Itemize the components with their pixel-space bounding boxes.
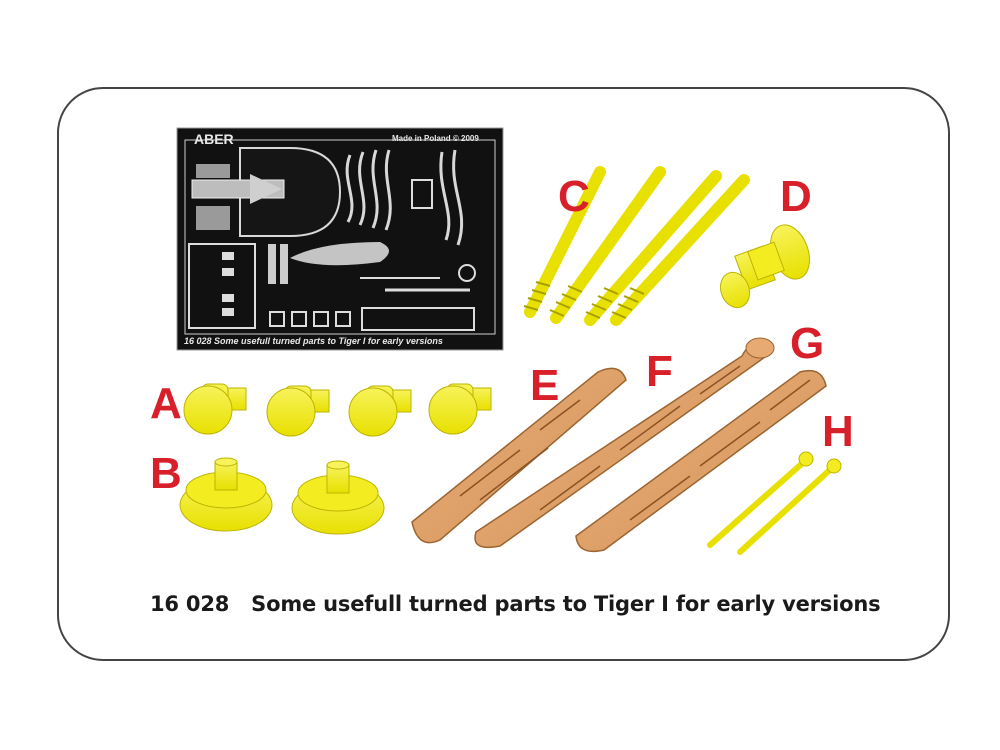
label-g: G — [790, 319, 825, 368]
label-c: C — [558, 172, 590, 221]
label-e: E — [530, 361, 560, 410]
label-b: B — [150, 449, 182, 498]
product-description: Some usefull turned parts to Tiger I for… — [251, 592, 881, 616]
label-f: F — [646, 347, 673, 396]
label-a: A — [150, 379, 182, 428]
parts-c-threaded-rods — [523, 166, 750, 326]
label-d: D — [780, 172, 812, 221]
product-number: 16 028 — [150, 592, 230, 616]
parts-efg-wooden-handles — [411, 337, 827, 553]
parts-h-thin-rods — [707, 451, 842, 555]
label-h: H — [822, 407, 854, 456]
product-caption: 16 028 Some usefull turned parts to Tiger… — [150, 592, 881, 616]
fret-made-in: Made in Poland © 2009 — [392, 134, 479, 143]
fret-title: 16 028 Some usefull turned parts to Tige… — [184, 336, 443, 346]
fret-brand: ABER — [194, 131, 234, 147]
part-d-fitting — [719, 224, 810, 309]
photo-etched-fret — [176, 127, 504, 351]
parts-a-bushings — [183, 383, 492, 437]
parts-b-discs — [179, 457, 385, 535]
